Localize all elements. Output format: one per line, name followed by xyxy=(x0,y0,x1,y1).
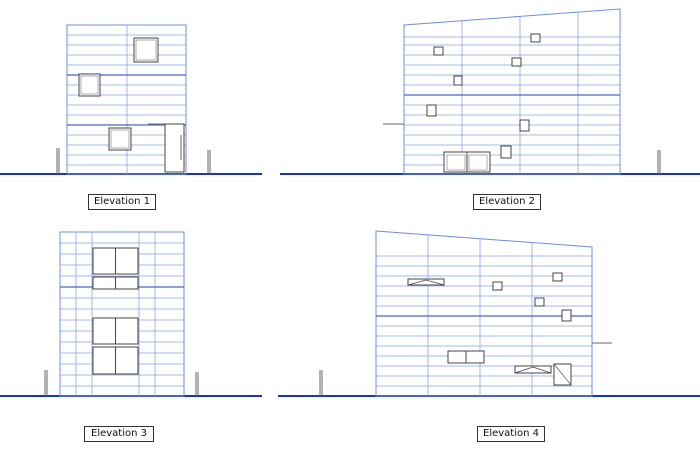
elevation-2-siding xyxy=(404,12,620,174)
elevation-1-windows xyxy=(78,37,159,151)
elevation-3-label: Elevation 3 xyxy=(84,426,154,442)
elevation-1-label: Elevation 1 xyxy=(88,194,156,210)
elevation-3-drawing xyxy=(0,231,262,397)
elevation-2-drawing xyxy=(280,8,700,175)
elevation-2-posts xyxy=(657,150,661,174)
elevation-4-windows xyxy=(407,272,572,386)
elevation-2-windows xyxy=(426,33,541,173)
elevation-2-label: Elevation 2 xyxy=(473,194,541,210)
elevation-4-label: Elevation 4 xyxy=(477,426,545,442)
elevation-2-facade xyxy=(403,8,621,175)
elevation-1-facade xyxy=(66,24,187,175)
elevation-1-drawing xyxy=(0,24,262,175)
elevation-4-posts xyxy=(319,370,323,396)
elevation-3-windows xyxy=(92,247,139,375)
elevation-1-door xyxy=(148,123,185,173)
elevation-1-posts xyxy=(56,148,211,174)
elevation-3-facade xyxy=(59,231,185,397)
elevation-4-facade xyxy=(375,230,593,397)
elevation-3-posts xyxy=(44,370,199,396)
elevation-4-drawing xyxy=(278,230,700,397)
